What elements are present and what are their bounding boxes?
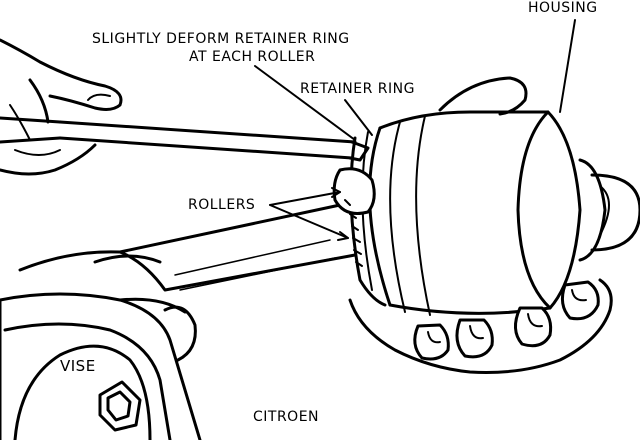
leader-lines	[254, 19, 576, 241]
housing-body	[368, 110, 640, 316]
left-hand	[0, 38, 123, 176]
leader-rollers-1	[269, 191, 341, 206]
leader-housing	[559, 19, 576, 113]
label-rollers: ROLLERS	[188, 197, 256, 213]
leader-deform	[254, 65, 356, 141]
leader-rollers-2	[269, 204, 349, 239]
right-hand	[348, 76, 613, 374]
label-housing: HOUSING	[528, 0, 598, 16]
axle-shaft	[18, 203, 357, 292]
label-deform-retainer-ring: SLIGHTLY DEFORM RETAINER RING	[92, 31, 350, 47]
vise	[0, 292, 202, 440]
label-vise: VISE	[60, 357, 96, 375]
screwdriver	[0, 116, 370, 162]
leader-retainer	[344, 99, 373, 136]
source-credit: CITROEN	[253, 409, 320, 425]
label-retainer-ring: RETAINER RING	[300, 81, 415, 97]
label-at-each-roller: AT EACH ROLLER	[189, 49, 316, 65]
